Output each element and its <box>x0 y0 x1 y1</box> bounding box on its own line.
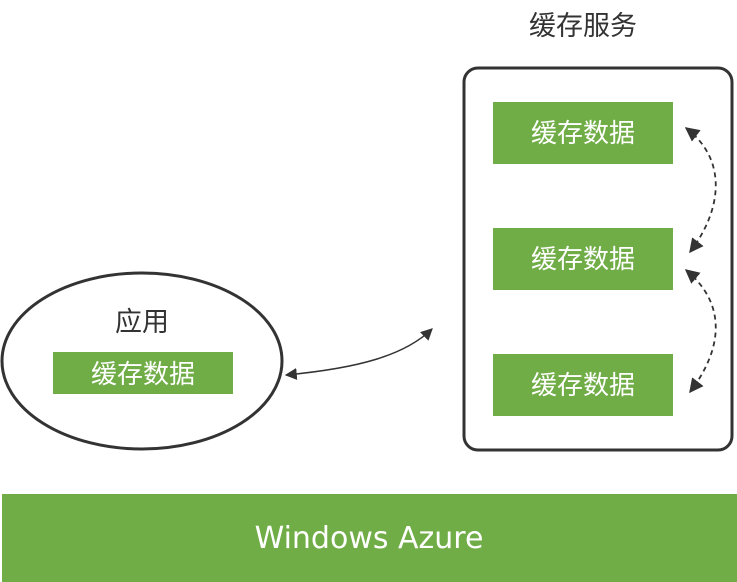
cache-block-3-box <box>493 354 673 416</box>
cache-service-block-3: 缓存数据 <box>493 354 673 416</box>
application-cache-block-box <box>53 352 233 394</box>
application-title: 应用 <box>115 307 169 338</box>
cache-block-1-box <box>493 102 673 164</box>
cache-service-container <box>462 66 734 452</box>
platform-label: Windows Azure <box>255 521 484 556</box>
cache-block-2-box <box>493 228 673 290</box>
replication-arrow-2-3 <box>684 269 717 394</box>
platform-bar-box <box>2 494 737 582</box>
application-cache-block: 缓存数据 <box>53 352 233 394</box>
cache-block-1-label: 缓存数据 <box>531 119 635 149</box>
cache-block-3-label: 缓存数据 <box>531 371 635 401</box>
cache-block-2-label: 缓存数据 <box>531 245 635 275</box>
platform-bar: Windows Azure <box>2 494 737 582</box>
application-ellipse <box>0 271 284 451</box>
cache-service-block-1: 缓存数据 <box>493 102 673 164</box>
replication-arrow-1-2 <box>684 127 717 254</box>
cache-service-title: 缓存服务 <box>529 11 637 42</box>
app-cache-connection-arrow <box>284 328 433 380</box>
cache-service-block-2: 缓存数据 <box>493 228 673 290</box>
application-cache-block-label: 缓存数据 <box>91 360 195 390</box>
